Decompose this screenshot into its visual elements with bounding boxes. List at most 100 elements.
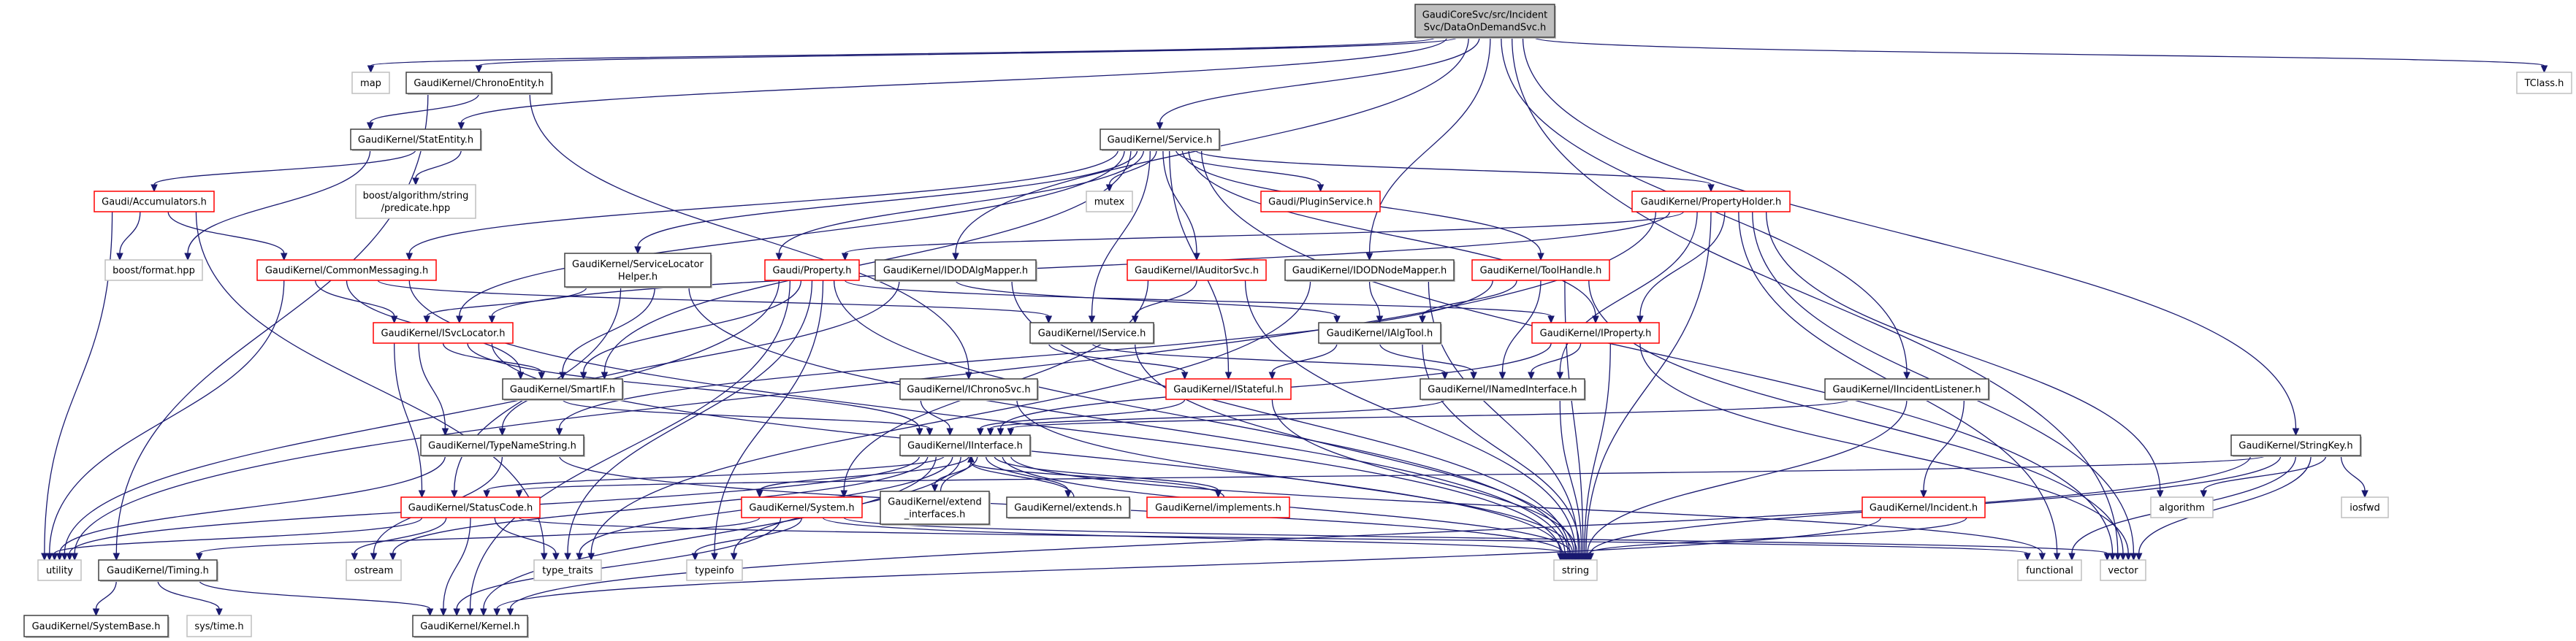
node-incident[interactable]: GaudiKernel/Incident.h xyxy=(1861,496,1986,518)
node-service[interactable]: GaudiKernel/Service.h xyxy=(1100,128,1221,151)
node-systembase[interactable]: GaudiKernel/SystemBase.h xyxy=(23,615,169,638)
node-gproperty[interactable]: Gaudi/Property.h xyxy=(764,259,860,281)
node-ialgtool[interactable]: GaudiKernel/IAlgTool.h xyxy=(1318,322,1442,345)
node-stringkey[interactable]: GaudiKernel/StringKey.h xyxy=(2230,434,2362,457)
arrowhead-icon xyxy=(116,253,123,261)
arrowhead-icon xyxy=(506,608,514,617)
edge-line xyxy=(58,455,446,554)
node-extendif[interactable]: GaudiKernel/extend_interfaces.h xyxy=(880,491,991,526)
edge-accum-to-bformat xyxy=(116,211,141,261)
edge-line xyxy=(1564,280,1584,554)
node-implements[interactable]: GaudiKernel/implements.h xyxy=(1146,496,1290,518)
edge-line xyxy=(187,149,371,254)
arrowhead-icon xyxy=(1333,315,1341,324)
edge-line xyxy=(195,211,545,554)
node-iosfwd: iosfwd xyxy=(2341,496,2389,518)
node-box xyxy=(2150,496,2214,518)
edge-line xyxy=(1162,149,1197,254)
edge-line xyxy=(394,342,423,491)
node-commsg[interactable]: GaudiKernel/CommonMessaging.h xyxy=(256,259,437,281)
node-box xyxy=(186,615,252,637)
edge-line xyxy=(562,286,655,373)
node-iinterface[interactable]: GaudiKernel/IInterface.h xyxy=(899,434,1032,457)
arrowhead-icon xyxy=(755,490,763,499)
edge-line xyxy=(1639,342,2129,554)
node-label: GaudiKernel/Incident.h xyxy=(1870,503,1978,514)
node-extends[interactable]: GaudiKernel/extends.h xyxy=(1006,496,1131,519)
node-timing[interactable]: GaudiKernel/Timing.h xyxy=(98,559,218,582)
edge-line xyxy=(562,399,931,429)
arrowhead-icon xyxy=(426,608,434,617)
edge-line xyxy=(415,149,462,179)
node-chrono[interactable]: GaudiKernel/ChronoEntity.h xyxy=(405,72,553,95)
arrowhead-icon xyxy=(2361,490,2369,499)
node-auditor[interactable]: GaudiKernel/IAuditorSvc.h xyxy=(1127,259,1267,281)
edge-iinterface-to-implements xyxy=(994,455,1222,499)
node-dodalg[interactable]: GaudiKernel/IDODAlgMapper.h xyxy=(874,259,1037,282)
arrowhead-icon xyxy=(56,553,64,561)
node-ichrono[interactable]: GaudiKernel/IChronoSvc.h xyxy=(899,378,1039,401)
arrowhead-icon xyxy=(71,553,78,561)
edge-line xyxy=(370,37,1437,66)
arrowhead-icon xyxy=(1592,315,1599,324)
edge-service-to-commsg xyxy=(405,149,1119,261)
node-box xyxy=(899,378,1038,400)
node-propholder[interactable]: GaudiKernel/PropertyHolder.h xyxy=(1631,191,1791,212)
node-iproperty[interactable]: GaudiKernel/IProperty.h xyxy=(1531,322,1660,344)
edge-line xyxy=(354,517,447,554)
node-smartif[interactable]: GaudiKernel/SmartIF.h xyxy=(502,378,624,401)
edge-iinterface-to-statuscode xyxy=(483,455,945,499)
arrowhead-icon xyxy=(1498,372,1506,380)
node-accum[interactable]: Gaudi/Accumulators.h xyxy=(94,191,215,212)
node-system[interactable]: GaudiKernel/System.h xyxy=(741,496,863,518)
node-isvcloc[interactable]: GaudiKernel/ISvcLocator.h xyxy=(373,322,514,344)
node-box xyxy=(1086,191,1133,212)
node-root[interactable]: GaudiCoreSvc/src/IncidentSvc/DataOnDeman… xyxy=(1414,4,1556,39)
arrowhead-icon xyxy=(475,65,483,74)
node-vector: vector xyxy=(2100,559,2146,581)
arrowhead-icon xyxy=(2038,553,2046,561)
node-inamed[interactable]: GaudiKernel/INamedInterface.h xyxy=(1420,378,1586,401)
node-algorithm: algorithm xyxy=(2150,496,2214,518)
node-iservice[interactable]: GaudiKernel/IService.h xyxy=(1029,322,1155,345)
edge-line xyxy=(408,149,1119,254)
arrowhead-icon xyxy=(1088,315,1096,324)
node-statuscode[interactable]: GaudiKernel/StatusCode.h xyxy=(400,496,541,518)
edge-line xyxy=(955,280,1338,317)
edge-system-to-typeinfo xyxy=(691,517,803,561)
node-dodnode[interactable]: GaudiKernel/IDODNodeMapper.h xyxy=(1284,259,1455,282)
node-typename[interactable]: GaudiKernel/TypeNameString.h xyxy=(420,434,585,457)
node-label: GaudiKernel/ChronoEntity.h xyxy=(414,78,544,89)
node-stat[interactable]: GaudiKernel/StatEntity.h xyxy=(350,128,482,151)
edge-line xyxy=(167,211,285,254)
arrowhead-icon xyxy=(50,553,58,561)
edge-stat-to-bformat xyxy=(184,149,371,261)
arrowhead-icon xyxy=(1903,372,1910,380)
arrowhead-icon xyxy=(389,553,397,561)
node-plugin[interactable]: Gaudi/PluginService.h xyxy=(1260,191,1381,212)
node-label: GaudiKernel/CommonMessaging.h xyxy=(265,266,428,277)
arrowhead-icon xyxy=(184,253,191,261)
node-istateful[interactable]: GaudiKernel/IStateful.h xyxy=(1165,378,1292,400)
edge-system-to-string xyxy=(822,517,1570,561)
node-box xyxy=(23,615,169,637)
node-label: GaudiKernel/TypeNameString.h xyxy=(428,441,576,452)
edge-iinterface-to-extends xyxy=(985,455,1072,499)
node-label: GaudiKernel/Service.h xyxy=(1108,135,1213,146)
node-toolhandle[interactable]: GaudiKernel/ToolHandle.h xyxy=(1471,259,1610,281)
edge-line xyxy=(53,517,423,554)
edge-line xyxy=(478,37,1459,66)
arrowhead-icon xyxy=(451,490,458,499)
node-iincident[interactable]: GaudiKernel/IIncidentListener.h xyxy=(1824,378,1990,401)
edge-line xyxy=(590,280,1311,554)
node-box xyxy=(98,559,218,581)
edge-line xyxy=(529,93,969,373)
arrowhead-icon xyxy=(711,553,718,561)
edge-line xyxy=(637,149,1138,247)
edge-line xyxy=(44,211,113,554)
node-kernel[interactable]: GaudiKernel/Kernel.h xyxy=(412,615,529,638)
arrowhead-icon xyxy=(1064,490,1072,499)
edge-line xyxy=(1533,37,2545,66)
edge-line xyxy=(467,342,921,429)
